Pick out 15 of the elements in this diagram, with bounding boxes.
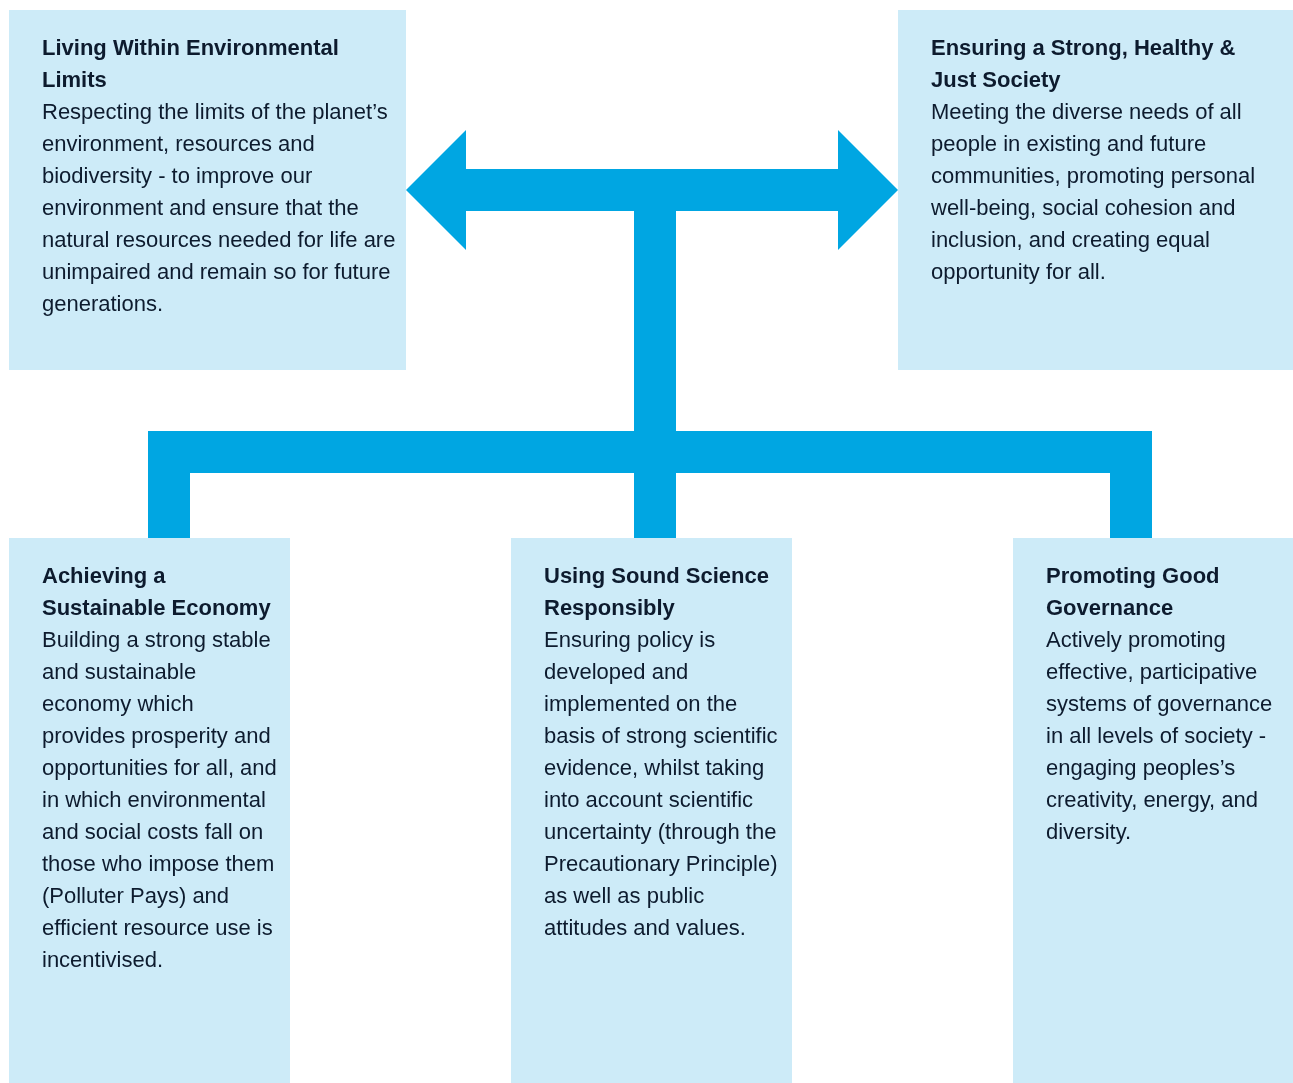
- text-box: [1013, 538, 1293, 1083]
- text-box: [898, 10, 1293, 370]
- text-box: [9, 538, 290, 1083]
- box-heading: Using Sound Science Responsibly: [544, 562, 770, 622]
- box-description: Actively promoting effective, participative systems of governance in all levels of society - engaging peoples’s creativity, energy, and diversity.: [1046, 626, 1274, 846]
- text-box: [511, 538, 792, 1083]
- box-description: Building a strong stable and sustainable economy which provides prosperity and opportunities for all, and in which environmental and social costs fall on those who impose them (Polluter Pays) and efficient resource use is incentivised.: [42, 626, 278, 974]
- box-heading: Ensuring a Strong, Healthy & Just Society: [931, 34, 1237, 94]
- box-heading: Living Within Environmental Limits: [42, 34, 340, 94]
- box-description: Ensuring policy is developed and implemented on the basis of strong scientific evidence, whilst taking into account scientific uncertainty (through the Precautionary Principle) as well as public attitudes and values.: [544, 626, 779, 942]
- text-box: [9, 10, 406, 370]
- box-description: Respecting the limits of the planet’s environment, resources and biodiversity - to improve our environment and ensure that the natural resources needed for life are unimpaired and remain so for future generations.: [42, 98, 396, 318]
- box-heading: Promoting Good Governance: [1046, 562, 1221, 622]
- box-description: Meeting the diverse needs of all people in existing and future communities, promoting personal well-being, social cohesion and inclusion, and creating equal opportunity for all.: [931, 98, 1257, 286]
- box-heading: Achieving a Sustainable Economy: [42, 562, 272, 622]
